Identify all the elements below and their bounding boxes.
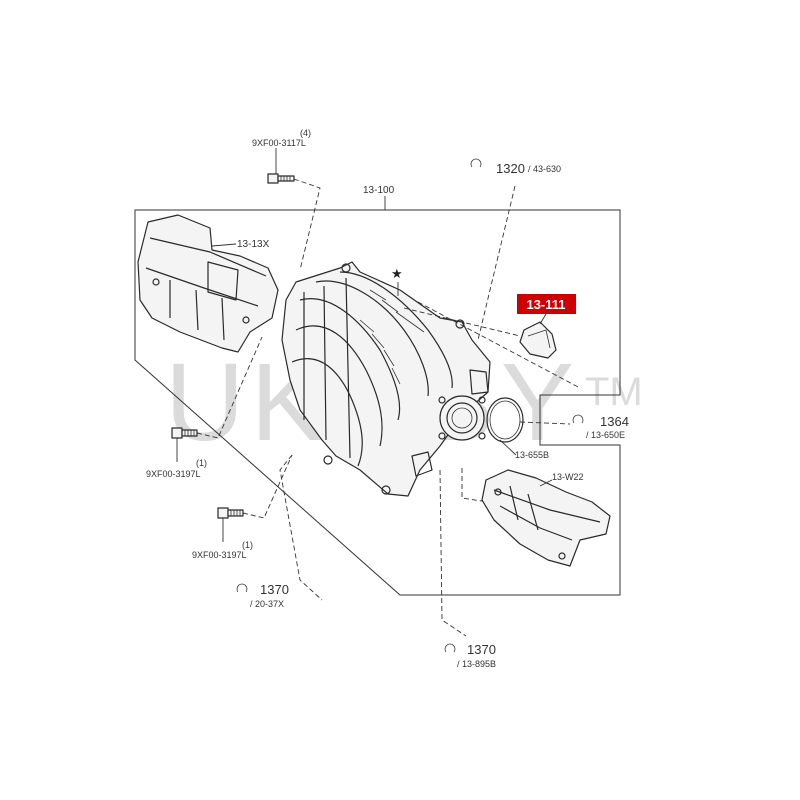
gasket-leader — [499, 439, 517, 456]
ref-right-symbol-icon — [572, 414, 584, 424]
cover-right-leader — [539, 479, 553, 487]
bolt-low-icon[interactable] — [217, 507, 244, 519]
guide-ref-bl — [279, 454, 323, 601]
ref-top: 1320 / 43-630 — [470, 158, 561, 176]
ref-bl-symbol-icon — [236, 583, 248, 593]
label-bolt-mid-qty: (1) — [196, 458, 207, 468]
label-gasket: 13-655B — [515, 450, 549, 460]
pad-leader — [539, 313, 547, 325]
guide-right — [417, 301, 581, 389]
guide-ref-top — [477, 185, 516, 341]
label-bolt-top-qty: (4) — [300, 128, 311, 138]
ref-right: 1364 / 13-650E — [572, 414, 629, 440]
highlighted-part-tag[interactable]: 13-111 — [517, 294, 576, 314]
ref-bl-sub: / 20-37X — [250, 599, 284, 609]
guide-ref-bottom — [439, 469, 467, 637]
label-cover-left: 13-13X — [237, 239, 270, 250]
label-bolt-mid-code: 9XF00-3197L — [146, 469, 201, 479]
guide-pad — [403, 307, 521, 337]
guide-ref-right — [519, 421, 571, 425]
ref-bottom: 1370 / 13-895B — [444, 642, 496, 669]
ref-top-num: 1320 — [496, 161, 525, 176]
ref-top-sub: / 43-630 — [528, 164, 561, 174]
watermark-tm: TM — [585, 370, 643, 414]
bolt-top-icon[interactable] — [267, 173, 295, 184]
bolt-low-leader — [242, 454, 293, 519]
intake-manifold-part[interactable] — [281, 261, 491, 497]
label-bolt-top-code: 9XF00-3117L — [252, 138, 306, 148]
label-cover-right: 13-W22 — [552, 472, 584, 482]
pad-13-111-part[interactable] — [519, 321, 557, 359]
guide-cover-right — [461, 468, 489, 503]
label-highlighted-part: 13-111 — [526, 297, 565, 312]
ref-bottom-sub: / 13-895B — [457, 659, 496, 669]
ref-top-symbol-icon — [470, 158, 482, 168]
ref-right-sub: / 13-650E — [586, 430, 625, 440]
ref-bottom-num: 1370 — [467, 642, 496, 657]
star-marker: ★ — [391, 267, 403, 282]
assembly-frame — [134, 209, 621, 596]
bolt-mid-icon[interactable] — [171, 427, 198, 439]
cover-left-part[interactable] — [137, 214, 279, 353]
ref-bottom-symbol-icon — [444, 643, 456, 653]
ref-bl-num: 1370 — [260, 582, 289, 597]
cover-left-leader — [211, 243, 237, 247]
cover-right-part[interactable] — [481, 469, 611, 567]
gasket-ring-part[interactable] — [486, 397, 524, 443]
bolt-top-leader — [293, 178, 321, 271]
label-assembly: 13-100 — [363, 185, 395, 196]
ref-bottom-left: 1370 / 20-37X — [236, 582, 289, 609]
ref-right-num: 1364 — [600, 414, 629, 429]
label-bolt-low-code: 9XF00-3197L — [192, 550, 247, 560]
highlight-box — [517, 294, 576, 314]
label-bolt-low-qty: (1) — [242, 540, 253, 550]
